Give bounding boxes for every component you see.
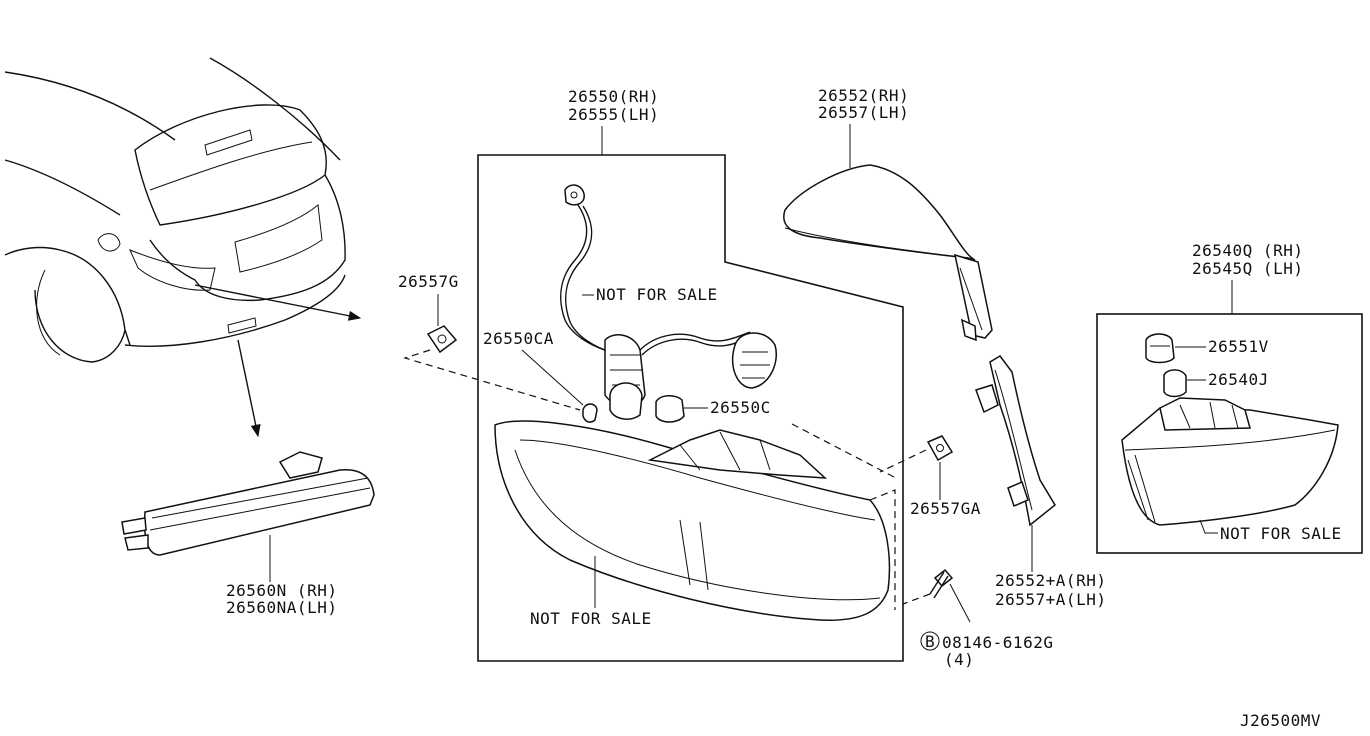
vehicle-rear-illustration xyxy=(4,57,362,438)
clip-right-part xyxy=(926,435,954,462)
bolt-qty-label: (4) xyxy=(944,650,974,669)
main-assy-frame xyxy=(477,154,904,662)
bolt-marker-b: B xyxy=(920,631,940,651)
wiring-harness xyxy=(560,184,777,420)
bulb-label: 26550C xyxy=(710,398,771,417)
nfs-inner-label: NOT FOR SALE xyxy=(1220,524,1342,543)
inner-bulb-cap-label: 26540J xyxy=(1208,370,1269,389)
bulb-part xyxy=(655,395,685,423)
nfs-harness-label: NOT FOR SALE xyxy=(596,285,718,304)
lens-upper-label-lh: 26557(LH) xyxy=(818,103,909,122)
clip-left-part xyxy=(426,325,458,354)
lens-lower-label-rh: 26552+A(RH) xyxy=(995,571,1106,590)
reflex-label-lh: 26560NA(LH) xyxy=(226,598,337,617)
lens-upper-label-rh: 26552(RH) xyxy=(818,86,909,105)
bolt-marker-letter: B xyxy=(925,632,935,651)
nfs-housing-label: NOT FOR SALE xyxy=(530,609,652,628)
inner-bulb-cap-part xyxy=(1163,369,1187,398)
upper-lens-part xyxy=(783,164,993,342)
socket-cap-part xyxy=(582,403,598,423)
main-assy-label-rh: 26550(RH) xyxy=(568,87,659,106)
reflex-label-rh: 26560N (RH) xyxy=(226,581,337,600)
lens-lower-label-lh: 26557+A(LH) xyxy=(995,590,1106,609)
clip-right-label: 26557GA xyxy=(910,499,981,518)
inner-lamp-frame xyxy=(1096,313,1363,554)
tail-lamp-housing xyxy=(494,420,891,621)
inner-bulb-label: 26551V xyxy=(1208,337,1269,356)
clip-left-label: 26557G xyxy=(398,272,459,291)
inner-lamp-part xyxy=(1121,397,1339,526)
inner-bulb-part xyxy=(1145,333,1175,364)
bolt-part xyxy=(929,568,954,599)
main-assy-label-lh: 26555(LH) xyxy=(568,105,659,124)
socket-cap-label: 26550CA xyxy=(483,329,554,348)
inner-lamp-label-rh: 26540Q (RH) xyxy=(1192,241,1303,260)
bolt-part-label: 08146-6162G xyxy=(942,633,1053,652)
lower-lens-part xyxy=(975,355,1056,527)
inner-lamp-label-lh: 26545Q (LH) xyxy=(1192,259,1303,278)
rear-reflex-reflector xyxy=(121,451,375,582)
diagram-code: J26500MV xyxy=(1240,711,1321,730)
